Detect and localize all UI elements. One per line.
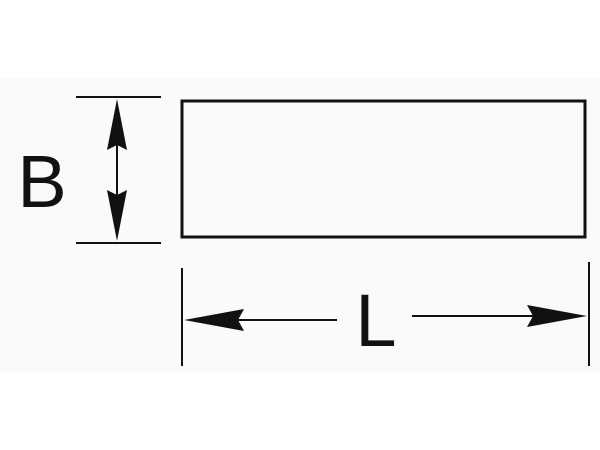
dimension-label-b: B [17,140,66,223]
part-outline [180,99,587,239]
l-arrow-left-icon [184,309,244,331]
b-arrow-down-icon [107,190,127,241]
b-arrow-up-icon [107,99,127,150]
drawing-area [0,78,600,372]
l-arrow-right-icon [527,305,587,327]
dimension-label-l: L [355,279,396,362]
